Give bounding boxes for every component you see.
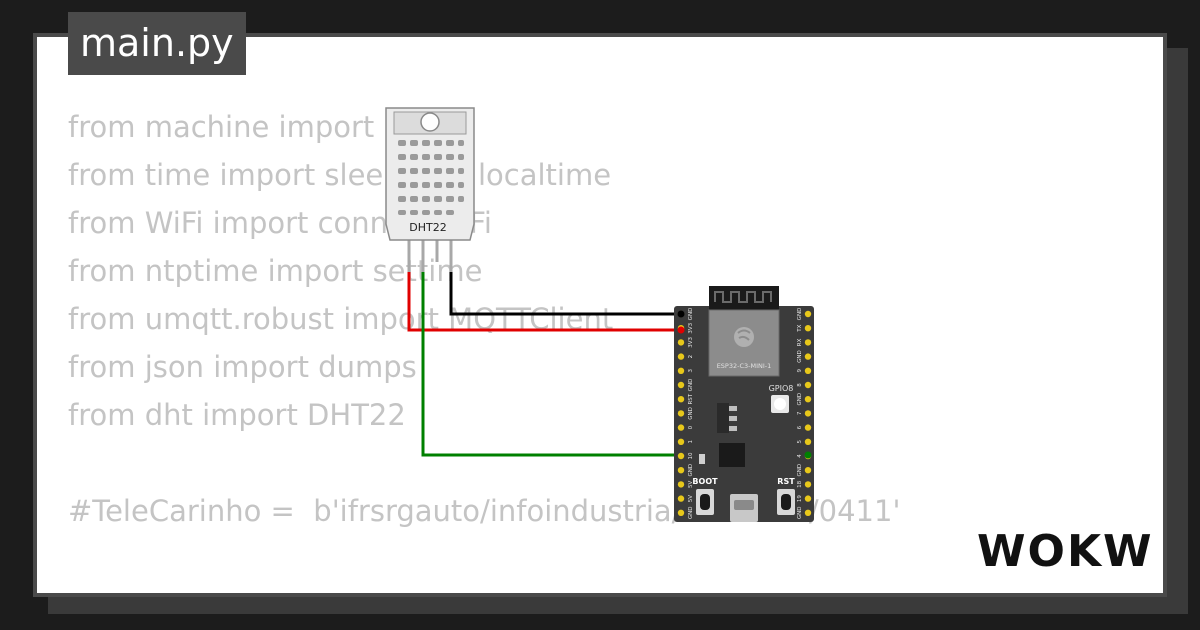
vcc-wire bbox=[407, 270, 681, 332]
pin-header-pad[interactable] bbox=[677, 452, 685, 460]
led-label: GPIO8 bbox=[769, 384, 794, 393]
pin-header-pad[interactable] bbox=[677, 495, 685, 502]
pin-label: 9 bbox=[797, 369, 803, 373]
pin-header-pad[interactable] bbox=[804, 424, 812, 431]
pin-label: GND bbox=[688, 308, 694, 321]
pin-header-pad[interactable] bbox=[804, 396, 812, 403]
pin-label: GND bbox=[797, 308, 803, 321]
pin-header-pad[interactable] bbox=[804, 367, 812, 374]
pin-label: 5 bbox=[797, 440, 803, 444]
pin-header-pad[interactable] bbox=[804, 310, 812, 318]
pin-label: GND bbox=[797, 393, 803, 406]
pin-header-pad[interactable] bbox=[677, 424, 685, 431]
pin-label: RX bbox=[797, 338, 803, 346]
pin-header-pad[interactable] bbox=[804, 509, 812, 516]
pin-header-pad[interactable] bbox=[677, 438, 685, 445]
pin-label: 18 bbox=[797, 480, 803, 487]
pin-label: GND bbox=[688, 464, 694, 477]
code-line: from json import dumps bbox=[68, 350, 417, 384]
pin-header-pad[interactable] bbox=[804, 467, 812, 474]
pin-label: GND bbox=[797, 350, 803, 363]
rst-label: RST bbox=[777, 477, 795, 486]
pin-label: 1 bbox=[688, 440, 694, 444]
pin-header-pad[interactable] bbox=[804, 481, 812, 488]
pin-label: 3V3 bbox=[688, 322, 694, 333]
pin-label: 4 bbox=[797, 454, 803, 458]
pin-label: 7 bbox=[797, 411, 803, 415]
wokwi-logo: WOKWi bbox=[977, 526, 1155, 577]
pin-label: GND bbox=[688, 379, 694, 392]
pin-header-pad[interactable] bbox=[804, 381, 812, 389]
pin-label: 8 bbox=[797, 383, 803, 387]
pin-label: GND bbox=[797, 464, 803, 477]
pin-label: 3V3 bbox=[688, 337, 694, 348]
boot-label: BOOT bbox=[692, 477, 718, 486]
file-tab[interactable]: main.py bbox=[68, 12, 246, 75]
pin-label: GND bbox=[797, 506, 803, 519]
pin-label: 5V bbox=[688, 495, 694, 502]
gnd-wire bbox=[449, 270, 681, 316]
pin-label: 0 bbox=[688, 425, 694, 429]
pin-header-pad[interactable] bbox=[677, 481, 685, 488]
pin-header-pad[interactable] bbox=[677, 467, 685, 474]
sensor-vent-grid bbox=[398, 140, 464, 215]
pin-header-pad[interactable] bbox=[677, 367, 685, 374]
logo-text: WOKWi bbox=[977, 526, 1155, 577]
pin-label: 19 bbox=[797, 495, 803, 502]
code-line: from ntptime import settime bbox=[68, 254, 483, 288]
pin-label: 3 bbox=[688, 369, 694, 373]
pin-header-pad[interactable] bbox=[677, 410, 685, 417]
pin-header-pad[interactable] bbox=[804, 353, 812, 360]
dht22-sensor[interactable]: DHT22 bbox=[385, 107, 475, 272]
pin-header-pad[interactable] bbox=[804, 438, 812, 445]
pin-header-pad[interactable] bbox=[804, 410, 812, 417]
pin-label: GND bbox=[688, 506, 694, 519]
pin-header-pad[interactable] bbox=[677, 509, 685, 516]
pin-header-pad[interactable] bbox=[804, 339, 812, 346]
pin-header-pad[interactable] bbox=[804, 325, 812, 332]
pin-header-pad[interactable] bbox=[677, 339, 685, 346]
pin-label: RST bbox=[688, 393, 694, 404]
pin-label: 10 bbox=[688, 452, 694, 459]
code-line: WIFI ssid="Wokwi-GUEST" pwd="" bbox=[68, 583, 1151, 593]
module-label: ESP32-C3-MINI-1 bbox=[717, 362, 772, 370]
code-line: from dht import DHT22 bbox=[68, 398, 406, 432]
pin-header-pad[interactable] bbox=[677, 396, 685, 403]
esp32-c3-board[interactable]: ESP32-C3-MINI-1 GPIO8 BOOT RST GND3V33V3… bbox=[674, 286, 814, 522]
pin-label: GND bbox=[688, 407, 694, 420]
pin-label: TX bbox=[797, 324, 803, 332]
mount-hole-icon bbox=[420, 112, 440, 132]
pin-label: 5V bbox=[688, 481, 694, 488]
sensor-label: DHT22 bbox=[409, 221, 446, 234]
pin-label: 6 bbox=[797, 425, 803, 429]
pin-header-pad[interactable] bbox=[677, 381, 685, 389]
pin-label: 2 bbox=[688, 355, 694, 359]
pin-header-pad[interactable] bbox=[677, 353, 685, 360]
pin-header-pad[interactable] bbox=[804, 495, 812, 502]
